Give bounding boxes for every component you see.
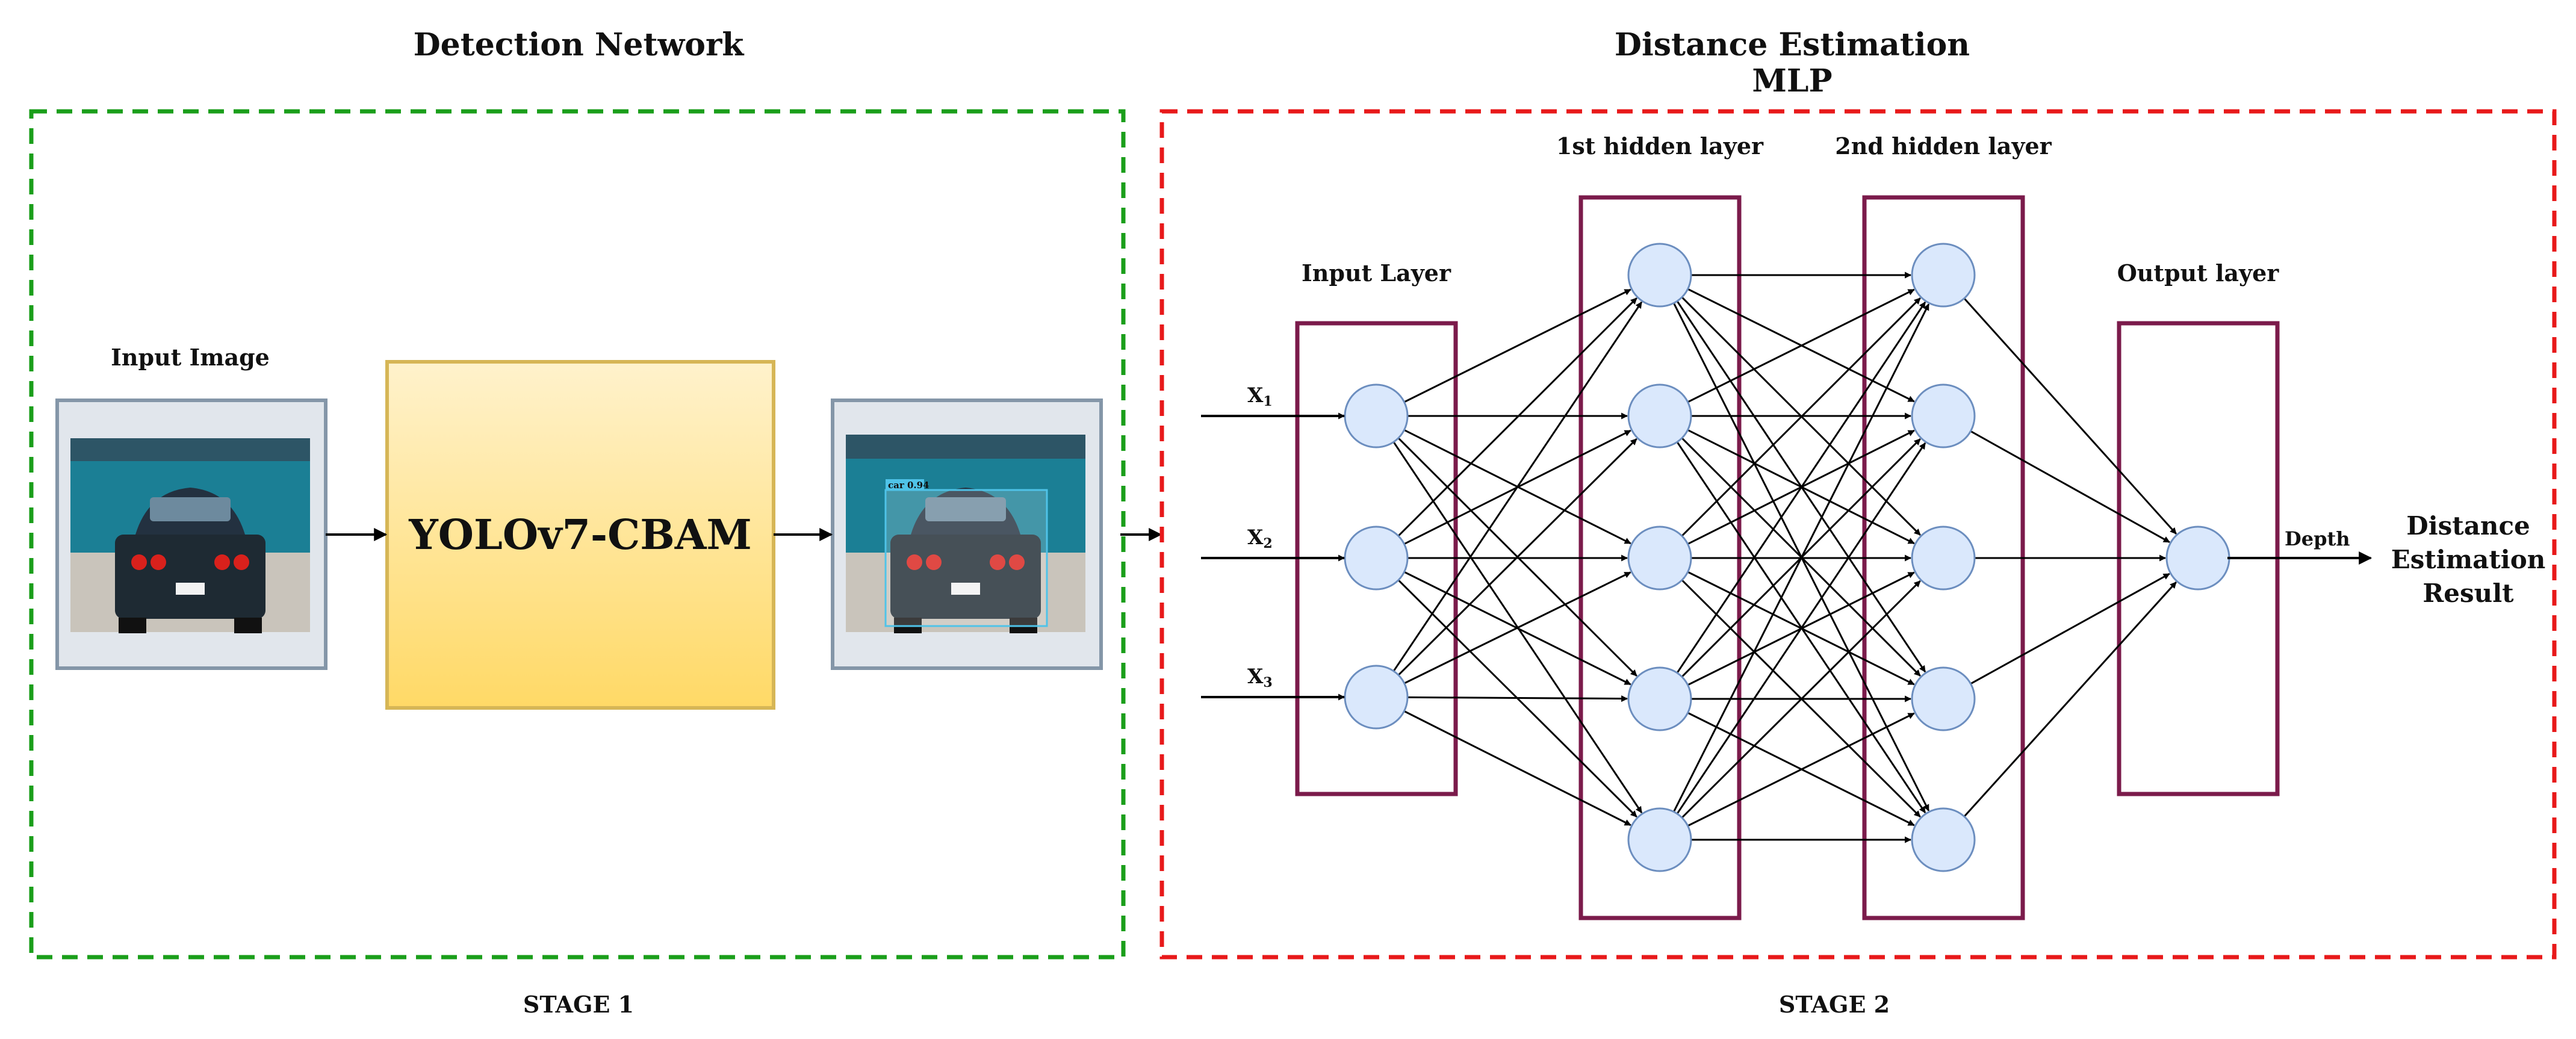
connection-hidden1-5-to-hidden2-2 [1676, 442, 1926, 814]
stage2-caption: STAGE 2 [1779, 991, 1890, 1018]
input-x2-name: X [1247, 526, 1264, 550]
hidden1-neuron-1 [1627, 243, 1692, 308]
yolo-model-box [385, 360, 775, 710]
connection-hidden1-5-to-hidden2-3 [1681, 580, 1921, 819]
input-neuron-1 [1344, 383, 1409, 448]
input-x1-name: X [1247, 383, 1264, 408]
connection-input-1-to-hidden1-1 [1403, 288, 1631, 403]
input-image-label: Input Image [111, 344, 270, 371]
connection-hidden1-5-to-hidden2-4 [1687, 712, 1915, 827]
connection-input-3-to-hidden1-5 [1403, 710, 1631, 827]
bounding-box-label: car 0.94 [888, 480, 930, 491]
car-photo [70, 438, 310, 633]
hidden2-neuron-3 [1911, 526, 1976, 591]
stage1-title: Detection Network [414, 26, 745, 63]
connection-hidden1-3-to-hidden2-1 [1681, 297, 1921, 537]
connection-input-3-to-hidden1-3 [1404, 571, 1631, 684]
input-image [55, 399, 327, 670]
stage2-title-line2: MLP [1752, 63, 1832, 99]
car-photo-detected: car 0.94 [846, 435, 1085, 633]
connection-hidden2-4-to-output-1 [1970, 572, 2170, 685]
connection-input-3-to-hidden1-2 [1397, 438, 1637, 676]
hidden1-neuron-5 [1627, 807, 1692, 872]
detection-output-image: car 0.94 [831, 399, 1103, 670]
hidden2-neuron-1 [1911, 243, 1976, 308]
connection-hidden1-5-to-hidden2-1 [1672, 303, 1930, 813]
hidden2-neuron-2 [1911, 383, 1976, 448]
hidden1-neuron-3 [1627, 526, 1692, 591]
connection-input-2-to-hidden1-1 [1397, 297, 1637, 537]
stage1-frame [29, 109, 1126, 960]
svg-text:X1: X1 [1247, 383, 1273, 409]
input-x3-sub: 3 [1263, 675, 1272, 690]
hidden1-neuron-2 [1627, 383, 1692, 448]
depth-label: Depth [2285, 527, 2350, 550]
connection-input-3-to-hidden1-1 [1392, 301, 1643, 672]
hidden1-neuron-4 [1627, 666, 1692, 731]
result-line-3: Result [2422, 578, 2514, 608]
connection-hidden2-2-to-output-1 [1970, 430, 2170, 544]
input-x2: X2 [1201, 526, 1345, 562]
mlp-neurons [1344, 243, 2230, 872]
output-layer-label: Output layer [2117, 259, 2280, 287]
connection-hidden1-2-to-hidden2-1 [1687, 288, 1915, 403]
connection-hidden2-5-to-output-1 [1963, 582, 2177, 817]
input-x3-name: X [1247, 665, 1264, 689]
result-line-2: Estimation [2391, 545, 2546, 574]
input-neuron-3 [1344, 665, 1409, 730]
bounding-box [884, 489, 1048, 627]
connection-hidden1-4-to-hidden2-1 [1676, 301, 1926, 674]
result-line-1: Distance [2406, 511, 2530, 541]
input-x1-sub: 1 [1263, 394, 1272, 409]
connection-input-3-to-hidden1-4 [1407, 695, 1628, 702]
hidden-layer-1-label: 1st hidden layer [1556, 132, 1764, 160]
input-neuron-2 [1344, 526, 1409, 591]
stage2-title-line1: Distance Estimation [1615, 26, 1970, 63]
input-x3: X3 [1201, 665, 1345, 701]
input-x1: X1 [1201, 383, 1345, 420]
hidden-layer-2-label: 2nd hidden layer [1835, 132, 2052, 160]
hidden2-neuron-4 [1911, 666, 1976, 731]
output-neuron-1 [2165, 526, 2230, 591]
connection-hidden2-1-to-output-1 [1963, 297, 2177, 535]
yolo-model-label: YOLOv7-CBAM [408, 511, 752, 559]
svg-text:X2: X2 [1247, 526, 1273, 551]
stage1-caption: STAGE 1 [523, 991, 634, 1018]
svg-text:X3: X3 [1247, 665, 1273, 690]
input-layer-label: Input Layer [1302, 259, 1451, 287]
stage2-frame [1159, 109, 2557, 960]
input-x2-sub: 2 [1263, 536, 1272, 551]
hidden2-neuron-5 [1911, 807, 1976, 872]
mlp-connections [1392, 271, 2177, 843]
